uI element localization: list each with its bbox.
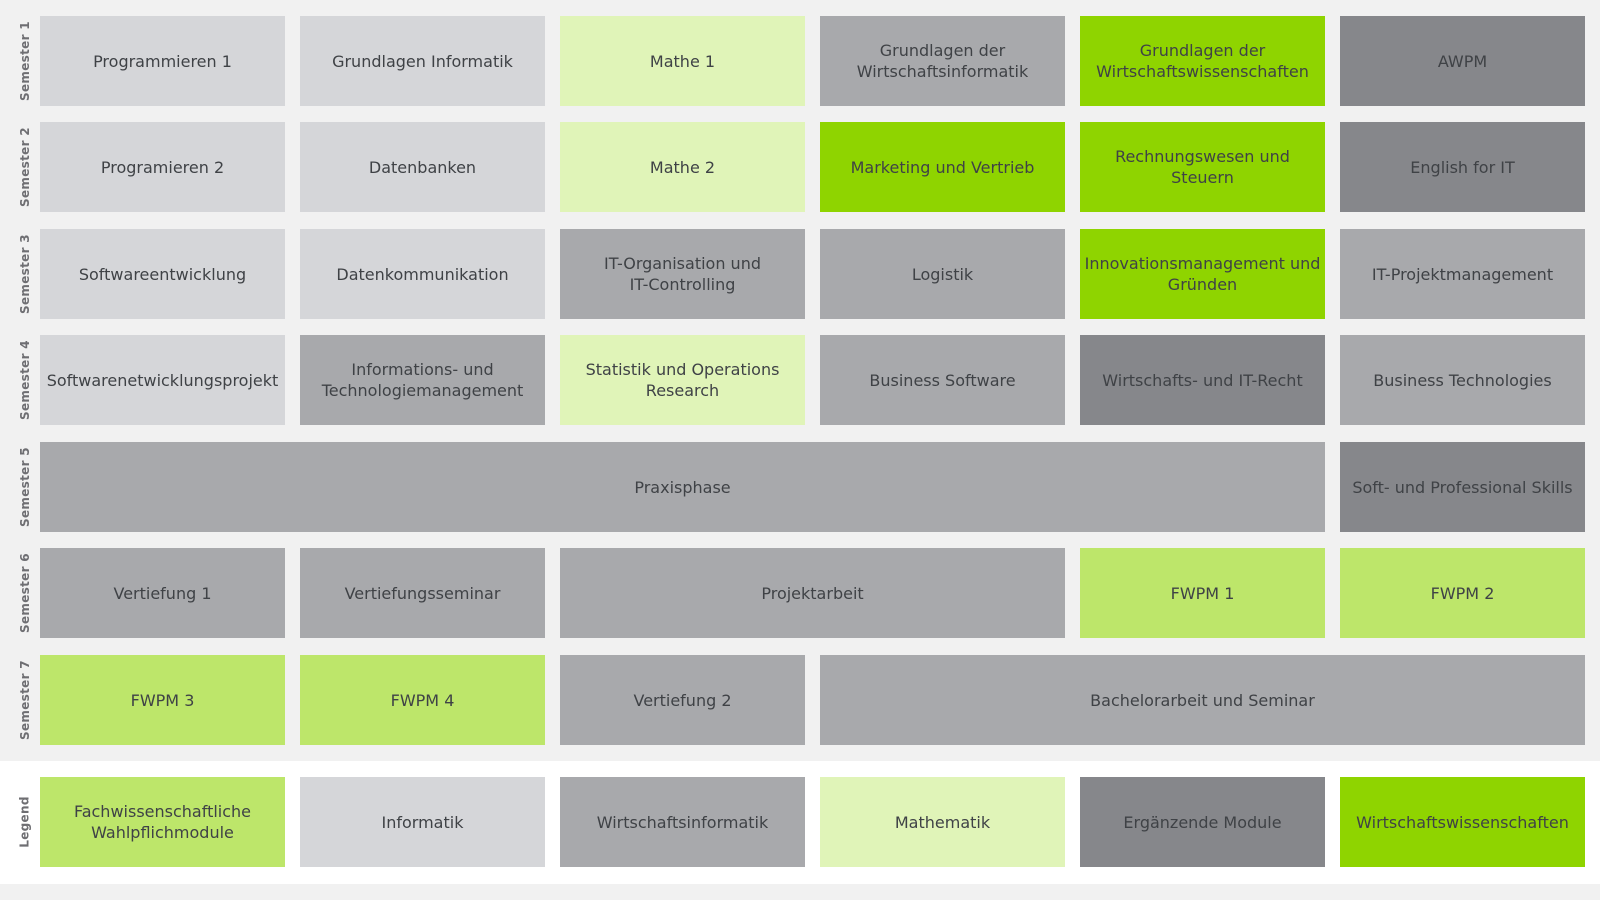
module-label: Mathe 1: [649, 51, 716, 71]
semester-1-label-text: Semester 1: [18, 21, 33, 101]
module-label: Informatik: [381, 812, 464, 832]
module-label: FWPM 4: [390, 690, 455, 710]
semester-3-label: Semester 3: [14, 229, 36, 319]
module-label: Vertiefung 2: [633, 690, 732, 710]
legend-module-mathematik: Mathematik: [820, 777, 1065, 867]
module-label: English for IT: [1410, 157, 1515, 177]
semester-4-module-informations-und-technologiemanagement: Informations- und Technologiemanagement: [300, 335, 545, 425]
module-label: Informations- und Technologiemanagement: [321, 360, 524, 400]
legend-module-fachwissenschaftliche-wahlpflichmodule: Fachwissenschaftliche Wahlpflichmodule: [40, 777, 285, 867]
module-label: Programmieren 1: [93, 51, 232, 71]
legend-module-informatik: Informatik: [300, 777, 545, 867]
module-label: Fachwissenschaftliche Wahlpflichmodule: [73, 802, 252, 842]
semester-5-module-soft-und-professional-skills: Soft- und Professional Skills: [1340, 442, 1585, 532]
semester-7-module-fwpm-4: FWPM 4: [300, 655, 545, 745]
module-label: Softwarenetwicklungsprojekt: [46, 370, 279, 390]
module-label: Statistik und Operations Research: [585, 360, 780, 400]
semester-5-label-text: Semester 5: [18, 447, 33, 527]
semester-4-label: Semester 4: [14, 335, 36, 425]
module-label: Mathematik: [894, 812, 991, 832]
module-label: Programieren 2: [100, 157, 225, 177]
module-label: Projektarbeit: [761, 583, 864, 603]
legend-module-wirtschaftsinformatik: Wirtschaftsinformatik: [560, 777, 805, 867]
semester-1-module-programmieren-1: Programmieren 1: [40, 16, 285, 106]
semester-2-label-text: Semester 2: [18, 127, 33, 207]
module-label: Softwareentwicklung: [78, 264, 247, 284]
semester-4-module-business-technologies: Business Technologies: [1340, 335, 1585, 425]
semester-4-module-softwarenetwicklungsprojekt: Softwarenetwicklungsprojekt: [40, 335, 285, 425]
module-label: Datenbanken: [368, 157, 477, 177]
semester-3-module-datenkommunikation: Datenkommunikation: [300, 229, 545, 319]
module-label: Wirtschaftsinformatik: [596, 812, 769, 832]
module-label: Business Software: [869, 370, 1016, 390]
module-label: Wirtschaftswissenschaften: [1356, 812, 1569, 832]
legend-module-wirtschaftswissenschaften: Wirtschaftswissenschaften: [1340, 777, 1585, 867]
module-label: Praxisphase: [634, 477, 731, 497]
semester-6-label: Semester 6: [14, 548, 36, 638]
semester-3-label-text: Semester 3: [18, 234, 33, 314]
semester-3-module-it-organisation-und-it-controlling: IT-Organisation und IT-Controlling: [560, 229, 805, 319]
module-label: FWPM 3: [130, 690, 195, 710]
legend-label: Legend: [14, 777, 36, 867]
semester-6-label-text: Semester 6: [18, 553, 33, 633]
module-label: Wirtschafts- und IT-Recht: [1102, 370, 1303, 390]
module-label: Rechnungswesen und Steuern: [1115, 147, 1290, 187]
module-label: Grundlagen der Wirtschaftswissenschaften: [1096, 41, 1309, 81]
semester-6-module-vertiefung-1: Vertiefung 1: [40, 548, 285, 638]
module-label: IT-Organisation und IT-Controlling: [604, 254, 761, 294]
semester-7-module-bachelorarbeit-und-seminar: Bachelorarbeit und Seminar: [820, 655, 1585, 745]
semester-2-module-datenbanken: Datenbanken: [300, 122, 545, 212]
module-label: Vertiefung 1: [113, 583, 212, 603]
semester-3-module-softwareentwicklung: Softwareentwicklung: [40, 229, 285, 319]
module-label: Mathe 2: [649, 157, 716, 177]
semester-7-label-text: Semester 7: [18, 660, 33, 740]
module-label: AWPM: [1437, 51, 1488, 71]
semester-5-module-praxisphase: Praxisphase: [40, 442, 1325, 532]
semester-2-module-rechnungswesen-und-steuern: Rechnungswesen und Steuern: [1080, 122, 1325, 212]
semester-7-label: Semester 7: [14, 655, 36, 745]
semester-7-module-vertiefung-2: Vertiefung 2: [560, 655, 805, 745]
semester-5-label: Semester 5: [14, 442, 36, 532]
semester-1-module-mathe-1: Mathe 1: [560, 16, 805, 106]
module-label: FWPM 1: [1170, 583, 1235, 603]
semester-2-module-programieren-2: Programieren 2: [40, 122, 285, 212]
module-label: Datenkommunikation: [336, 264, 509, 284]
semester-6-module-vertiefungsseminar: Vertiefungsseminar: [300, 548, 545, 638]
semester-6-module-projektarbeit: Projektarbeit: [560, 548, 1065, 638]
module-label: Bachelorarbeit und Seminar: [1090, 690, 1315, 710]
semester-1-module-grundlagen-der-wirtschaftswissenschaften: Grundlagen der Wirtschaftswissenschaften: [1080, 16, 1325, 106]
semester-1-module-awpm: AWPM: [1340, 16, 1585, 106]
semester-3-module-logistik: Logistik: [820, 229, 1065, 319]
module-label: Grundlagen Informatik: [332, 51, 513, 71]
semester-2-label: Semester 2: [14, 122, 36, 212]
semester-4-module-business-software: Business Software: [820, 335, 1065, 425]
module-label: Vertiefungsseminar: [344, 583, 501, 603]
module-label: FWPM 2: [1430, 583, 1495, 603]
module-label: Business Technologies: [1373, 370, 1552, 390]
module-label: Grundlagen der Wirtschaftsinformatik: [856, 41, 1029, 81]
module-label: Ergänzende Module: [1123, 812, 1282, 832]
semester-2-module-mathe-2: Mathe 2: [560, 122, 805, 212]
module-label: Soft- und Professional Skills: [1352, 477, 1573, 497]
semester-3-module-it-projektmanagement: IT-Projektmanagement: [1340, 229, 1585, 319]
module-label: Logistik: [911, 264, 974, 284]
module-label: Marketing und Vertrieb: [850, 157, 1035, 177]
semester-3-module-innovationsmanagement-und-gruenden: Innovationsmanagement und Gründen: [1080, 229, 1325, 319]
semester-6-module-fwpm-2: FWPM 2: [1340, 548, 1585, 638]
semester-2-module-marketing-und-vertrieb: Marketing und Vertrieb: [820, 122, 1065, 212]
module-label: IT-Projektmanagement: [1371, 264, 1554, 284]
semester-1-module-grundlagen-der-wirtschaftsinformatik: Grundlagen der Wirtschaftsinformatik: [820, 16, 1065, 106]
semester-4-module-statistik-und-operations-research: Statistik und Operations Research: [560, 335, 805, 425]
semester-1-module-grundlagen-informatik: Grundlagen Informatik: [300, 16, 545, 106]
semester-2-module-english-for-it: English for IT: [1340, 122, 1585, 212]
semester-6-module-fwpm-1: FWPM 1: [1080, 548, 1325, 638]
legend-label-text: Legend: [18, 796, 33, 848]
legend-module-ergaenzende-module: Ergänzende Module: [1080, 777, 1325, 867]
semester-4-module-wirtschafts-und-it-recht: Wirtschafts- und IT-Recht: [1080, 335, 1325, 425]
semester-4-label-text: Semester 4: [18, 340, 33, 420]
module-label: Innovationsmanagement und Gründen: [1084, 254, 1321, 294]
semester-7-module-fwpm-3: FWPM 3: [40, 655, 285, 745]
semester-1-label: Semester 1: [14, 16, 36, 106]
